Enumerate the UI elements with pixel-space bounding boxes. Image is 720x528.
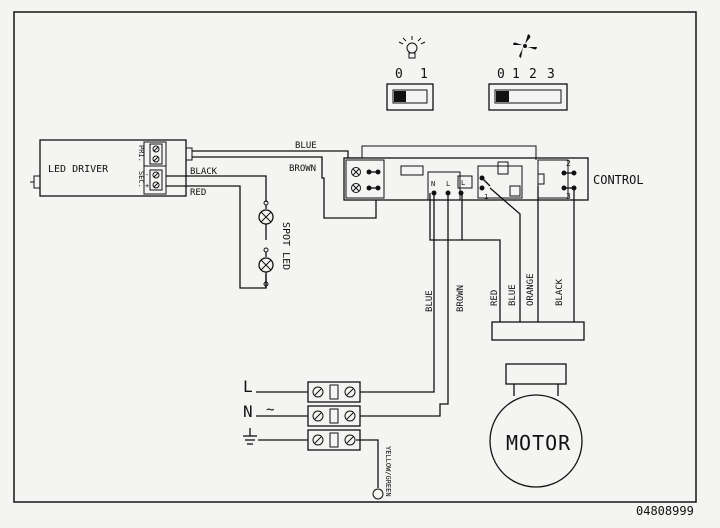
- terminal-1: 1: [484, 193, 488, 201]
- spot-led-lamps: SPOT LED: [258, 200, 291, 288]
- label-orange-motor: ORANGE: [526, 273, 536, 306]
- terminal-3: 3: [566, 192, 571, 201]
- motor: MOTOR: [489, 363, 583, 488]
- fan-switch-slider[interactable]: [496, 91, 509, 102]
- label-brown-top: BROWN: [289, 164, 316, 174]
- diagram-frame: [13, 11, 697, 503]
- fan-switch: 0 1 2 3: [488, 34, 568, 111]
- wire-yellow-green: [356, 439, 379, 488]
- control-housing: [343, 157, 589, 201]
- led-driver-label: LED DRIVER: [48, 164, 109, 175]
- label-black: BLACK: [190, 167, 218, 177]
- label-red-motor: RED: [490, 290, 500, 306]
- fan-switch-pos-0: 0: [497, 67, 505, 82]
- label-blue-motor: BLUE: [508, 284, 518, 306]
- fan-switch-pos-2: 2: [529, 67, 537, 82]
- wire-red-motor: [429, 193, 501, 322]
- label-blue-mains: BLUE: [425, 290, 435, 312]
- lamp-icon: [258, 209, 274, 225]
- terminal-l: L: [446, 180, 450, 188]
- earth-ground-icon: [243, 428, 257, 445]
- light-switch-slider[interactable]: [394, 91, 406, 102]
- wire-blue-motor: [489, 187, 521, 322]
- wire-black: [166, 175, 267, 202]
- terminal-l2: L: [461, 179, 465, 187]
- wire-brown-top: [192, 156, 377, 219]
- lamp-icon: [258, 257, 274, 273]
- led-driver-plus: +: [145, 182, 149, 190]
- light-switch: 0 1: [386, 36, 434, 111]
- terminal-n: N: [431, 180, 435, 188]
- motor-connector: [491, 321, 585, 341]
- terminal-2: 2: [566, 159, 571, 168]
- spot-led-label: SPOT LED: [280, 222, 291, 270]
- mains-label-n: N: [243, 402, 253, 421]
- light-switch-pos-1: 1: [420, 67, 428, 82]
- mains-label-l: L: [243, 377, 253, 396]
- led-driver-minus: -: [145, 171, 149, 179]
- led-driver-pri-label: PRI.: [137, 145, 145, 162]
- earth-ring-terminal: [372, 488, 384, 500]
- fan-icon: [513, 34, 537, 58]
- wire-blue-mains: [356, 193, 435, 393]
- mains-ac-symbol: ~: [266, 402, 274, 418]
- led-driver: LED DRIVER PRI. SEC. - +: [30, 139, 193, 197]
- light-bulb-icon: [398, 36, 426, 59]
- fan-switch-pos-3: 3: [547, 67, 555, 82]
- wire-control-link: [361, 145, 537, 160]
- label-red: RED: [190, 188, 206, 198]
- control-box: N L L 1 2 3 CONTROL: [343, 157, 644, 201]
- led-driver-sec-label: SEC.: [137, 171, 145, 188]
- motor-label: MOTOR: [506, 431, 571, 455]
- wire-brown-mains: [356, 193, 449, 417]
- label-blue-top: BLUE: [295, 141, 317, 151]
- control-label: CONTROL: [593, 173, 644, 187]
- label-black-motor: BLACK: [555, 278, 565, 306]
- label-yellow-green: YELLOW/GREEN: [384, 446, 392, 497]
- mains-terminal-block: L N ~: [243, 377, 361, 451]
- fan-switch-pos-1: 1: [512, 67, 520, 82]
- label-brown-mains: BROWN: [456, 285, 466, 312]
- wire-red: [166, 185, 267, 289]
- document-number: 04808999: [636, 504, 694, 518]
- light-switch-pos-0: 0: [395, 67, 403, 82]
